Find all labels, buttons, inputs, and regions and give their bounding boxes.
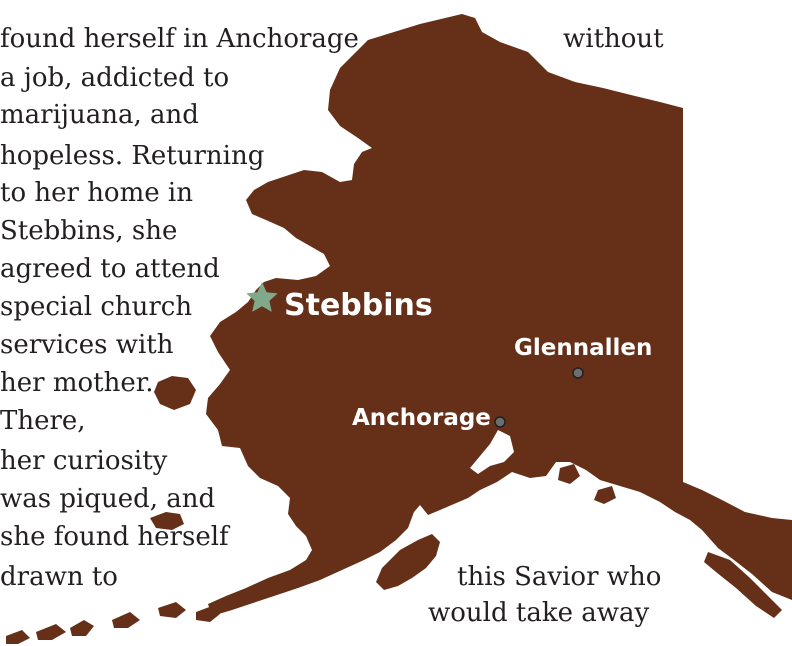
map-label-anchorage: Anchorage [352,405,491,431]
paragraph-line: found herself in Anchorage [0,24,359,54]
paragraph-line: Stebbins, she [0,216,178,246]
paragraph-line: services with [0,330,174,360]
montague-island [594,486,616,504]
circle-dot-icon [494,416,506,428]
map-label-glennallen: Glennallen [514,335,653,361]
paragraph-line: agreed to attend [0,254,220,284]
aleutian-island-1 [196,606,220,622]
paragraph-line: There, [0,406,86,436]
aleutian-island-4 [70,620,94,636]
paragraph-line: drawn to [0,562,118,592]
paragraph-line: this Savior who [457,562,662,592]
paragraph-line: without [563,24,664,54]
paragraph-line: would take away [428,598,650,628]
panhandle-islands [704,552,782,618]
kodiak-island [376,534,440,590]
map-label-stebbins: Stebbins [284,288,433,323]
paragraph-line: hopeless. Returning [0,141,265,171]
st-lawrence-island [150,512,184,530]
paragraph-line: she found herself [0,522,229,552]
alaska-mainland [206,14,792,616]
aleutian-island-6 [6,630,30,644]
prince-william-islands [558,464,580,484]
paragraph-line: special church [0,292,193,322]
paragraph-line: her curiosity [0,446,168,476]
paragraph-line: marijuana, and [0,100,199,130]
aleutian-island-5 [36,624,66,640]
paragraph-line: a job, addicted to [0,63,230,93]
circle-dot-icon [572,367,584,379]
paragraph-line: to her home in [0,178,193,208]
paragraph-line: her mother. [0,368,154,398]
paragraph-line: was piqued, and [0,484,216,514]
cook-inlet-water [470,430,514,474]
star-icon [246,282,278,312]
aleutian-island-2 [158,602,186,618]
nunivak-island [154,376,196,410]
aleutian-island-3 [112,612,140,628]
